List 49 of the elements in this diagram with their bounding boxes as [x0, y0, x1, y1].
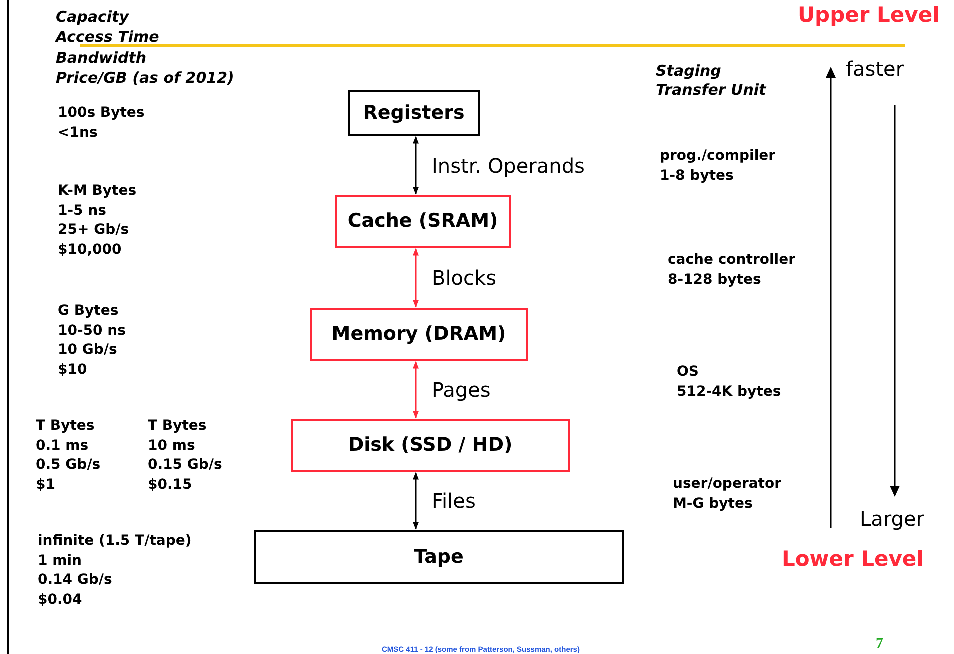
level-box: Memory (DRAM) — [310, 308, 528, 361]
access-time-value: 1 min — [38, 552, 82, 571]
capacity-value: K-M Bytes — [58, 182, 137, 201]
transfer-unit-value: 512-4K bytes — [677, 383, 782, 402]
capacity-value: 100s Bytes — [58, 104, 145, 123]
price-value: $10 — [58, 361, 88, 380]
column-heading: Price/GB (as of 2012) — [56, 69, 234, 88]
transfer-unit-value: M-G bytes — [673, 495, 753, 514]
double-arrow — [413, 136, 419, 195]
access-time-value: 0.1 ms — [36, 437, 89, 456]
level-box: Registers — [348, 90, 480, 136]
level-box: Tape — [254, 530, 624, 584]
staging-value: OS — [677, 363, 699, 382]
double-arrow — [413, 361, 419, 419]
capacity-value: G Bytes — [58, 302, 119, 321]
bandwidth-value: 25+ Gb/s — [58, 221, 130, 240]
transfer-unit-value: 8-128 bytes — [668, 271, 762, 290]
access-time-value: 1-5 ns — [58, 202, 106, 221]
price-value: $1 — [36, 476, 56, 495]
double-arrow — [413, 248, 419, 308]
access-time-value: <1ns — [58, 124, 98, 143]
staging-value: cache controller — [668, 251, 796, 270]
double-arrow — [413, 472, 419, 530]
axis-label: faster — [846, 60, 904, 79]
capacity-value: infinite (1.5 T/tape) — [38, 532, 192, 551]
access-time-value: 10-50 ns — [58, 322, 126, 341]
axis-label: Larger — [860, 510, 924, 529]
page-number: 7 — [876, 635, 884, 654]
price-value: $10,000 — [58, 241, 122, 260]
level-box: Cache (SRAM) — [335, 195, 511, 248]
bandwidth-value: 10 Gb/s — [58, 341, 118, 360]
capacity-value: T Bytes — [148, 417, 207, 436]
level-label: Upper Level — [798, 6, 940, 25]
price-value: $0.15 — [148, 476, 192, 495]
bandwidth-value: 0.14 Gb/s — [38, 571, 112, 590]
price-value: $0.04 — [38, 591, 82, 610]
transfer-unit-value: 1-8 bytes — [660, 167, 734, 186]
level-label: Lower Level — [782, 550, 924, 569]
column-heading: Bandwidth — [56, 49, 147, 68]
column-heading: Staging Transfer Unit — [656, 62, 768, 100]
bandwidth-value: 0.15 Gb/s — [148, 456, 222, 475]
access-time-value: 10 ms — [148, 437, 196, 456]
capacity-value: T Bytes — [36, 417, 95, 436]
staging-value: user/operator — [673, 475, 782, 494]
column-heading: Access Time — [56, 28, 160, 47]
bandwidth-value: 0.5 Gb/s — [36, 456, 101, 475]
staging-value: prog./compiler — [660, 147, 776, 166]
level-box: Disk (SSD / HD) — [291, 419, 570, 472]
column-heading: Capacity — [56, 8, 129, 27]
